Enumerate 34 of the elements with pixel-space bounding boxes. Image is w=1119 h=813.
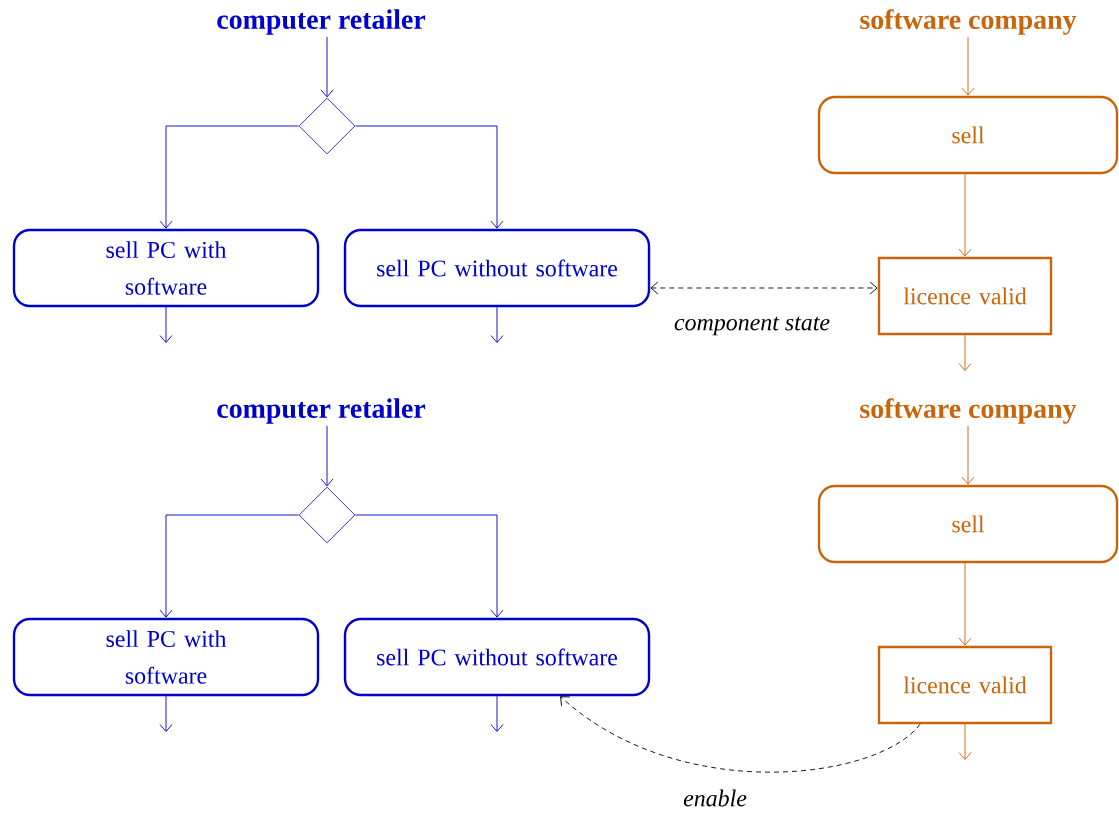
lane-title: computer retailer bbox=[217, 398, 426, 424]
arrow bbox=[159, 695, 173, 732]
arrow bbox=[159, 514, 300, 618]
arrow bbox=[159, 125, 300, 229]
lane-title: computer retailer bbox=[217, 9, 426, 35]
activity-box: sell PC with software bbox=[12, 617, 320, 697]
decision-diamond bbox=[298, 486, 356, 544]
arrow bbox=[961, 36, 975, 96]
arrow bbox=[958, 334, 972, 371]
arrow bbox=[159, 306, 173, 343]
activity-box: sell PC with software bbox=[12, 228, 320, 308]
state-box: licence valid bbox=[877, 645, 1053, 725]
activity-box: sell bbox=[817, 95, 1119, 175]
lane-title: software company bbox=[860, 9, 1077, 35]
arrow bbox=[320, 425, 334, 487]
arrow bbox=[354, 514, 504, 618]
dashed-arrow bbox=[560, 696, 921, 773]
dashed-arrow bbox=[650, 281, 878, 295]
arrow bbox=[490, 306, 504, 343]
edge-label: component state bbox=[672, 314, 833, 338]
arrow bbox=[958, 562, 972, 646]
arrow bbox=[354, 125, 504, 229]
arrow bbox=[958, 723, 972, 760]
arrow bbox=[320, 36, 334, 98]
state-box: licence valid bbox=[877, 256, 1053, 336]
lane-title: software company bbox=[860, 398, 1077, 424]
arrow bbox=[961, 425, 975, 485]
arrow bbox=[958, 173, 972, 257]
decision-diamond bbox=[298, 97, 356, 155]
activity-box: sell PC without software bbox=[343, 228, 651, 308]
arrow bbox=[490, 695, 504, 732]
edge-label: enable bbox=[681, 787, 749, 809]
activity-box: sell bbox=[817, 484, 1119, 564]
activity-box: sell PC without software bbox=[343, 617, 651, 697]
